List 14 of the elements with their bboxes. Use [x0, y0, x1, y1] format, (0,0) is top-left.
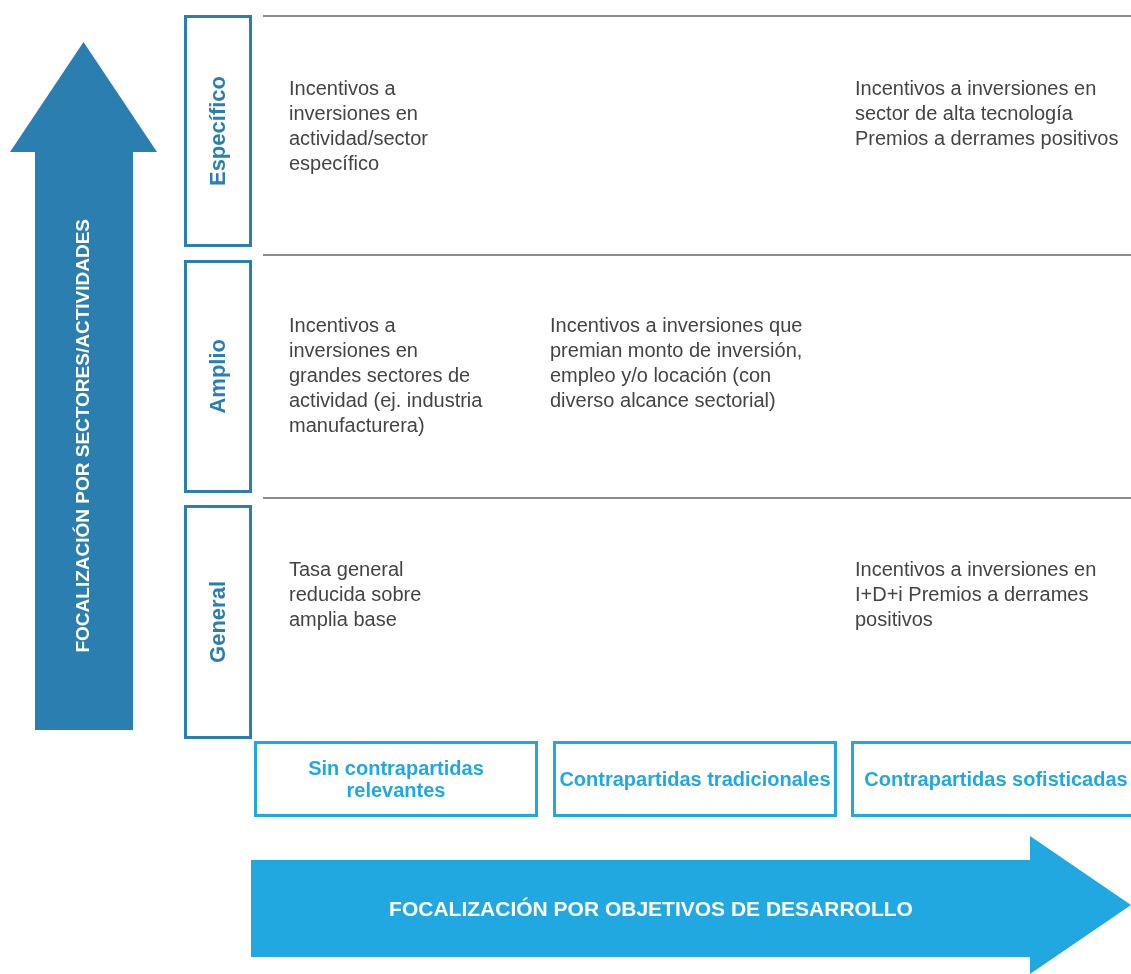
table-cell-text: Tasa general reducida sobre amplia base — [289, 557, 423, 632]
axis-title: FOCALIZACIÓN POR SECTORES/ACTIVIDADES — [72, 219, 95, 653]
table-cell-text: Incentivos a inversiones que premian monto de inversión, empleo y/o locación (con diverso alcance sectorial) — [550, 313, 804, 413]
column-header-box: Sin contrapartidas relevantes — [254, 741, 538, 817]
row-header-box: General — [184, 505, 252, 739]
table-cell-text: Incentivos a inversiones en I+D+i Premios a derrames positivos — [855, 557, 1098, 632]
table-cell-text: Incentivos a inversiones en sector de alta tecnología Premios a derrames positivos — [855, 76, 1120, 151]
column-header-box: Contrapartidas sofisticadas — [851, 741, 1131, 817]
row-header-box: Amplio — [184, 260, 252, 493]
axis-title: FOCALIZACIÓN POR OBJETIVOS DE DESARROLLO — [389, 896, 913, 922]
row-header-box: Específico — [184, 15, 252, 247]
column-header-box: Contrapartidas tradicionales — [553, 741, 837, 817]
table-cell-text: Incentivos a inversiones en actividad/sector específico — [289, 76, 429, 176]
table-cell-text: Incentivos a inversiones en grandes sectores de actividad (ej. industria manufacturera) — [289, 313, 484, 438]
